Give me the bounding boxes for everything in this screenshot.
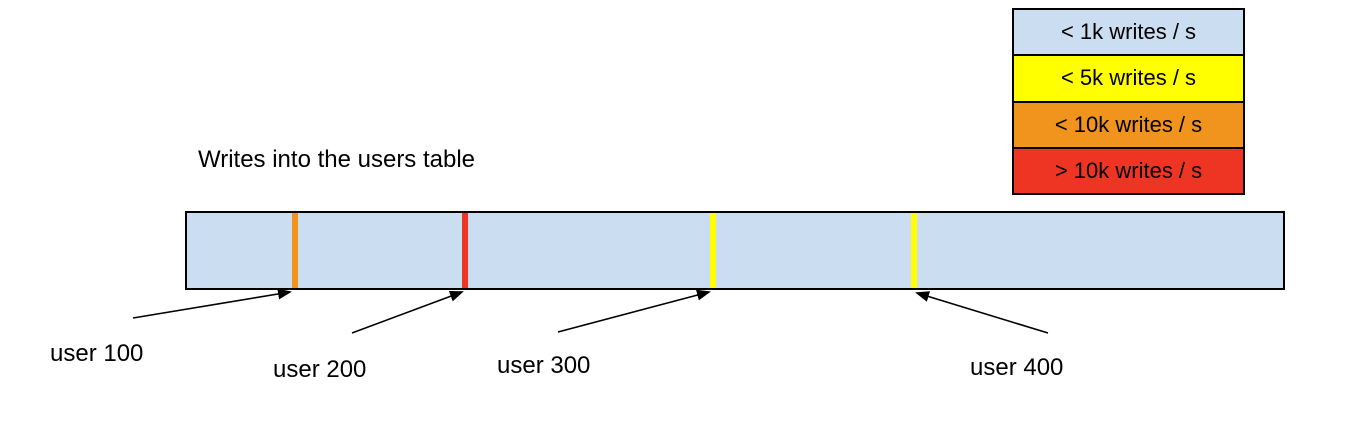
write-stripe-user-200 [462,213,468,288]
user-label-3: user 400 [970,354,1064,381]
users-table-bar [185,211,1285,290]
write-stripe-user-300 [710,213,716,288]
user-label-0: user 100 [50,340,144,367]
write-stripe-user-100 [292,213,298,288]
diagram-title: Writes into the users table [198,146,476,173]
legend-item-3: > 10k writes / s [1014,148,1243,193]
arrow-user-300 [557,289,711,333]
write-stripe-user-400 [911,213,917,288]
arrow-user-200 [351,291,464,334]
user-label-1: user 200 [273,356,367,383]
writes-rate-legend: < 1k writes / s< 5k writes / s< 10k writ… [1012,8,1245,195]
user-label-2: user 300 [497,352,591,379]
legend-item-1: < 5k writes / s [1014,56,1243,103]
arrow-user-400 [915,291,1049,334]
legend-item-2: < 10k writes / s [1014,102,1243,149]
arrow-user-100 [132,288,292,319]
legend-item-0: < 1k writes / s [1014,10,1243,57]
